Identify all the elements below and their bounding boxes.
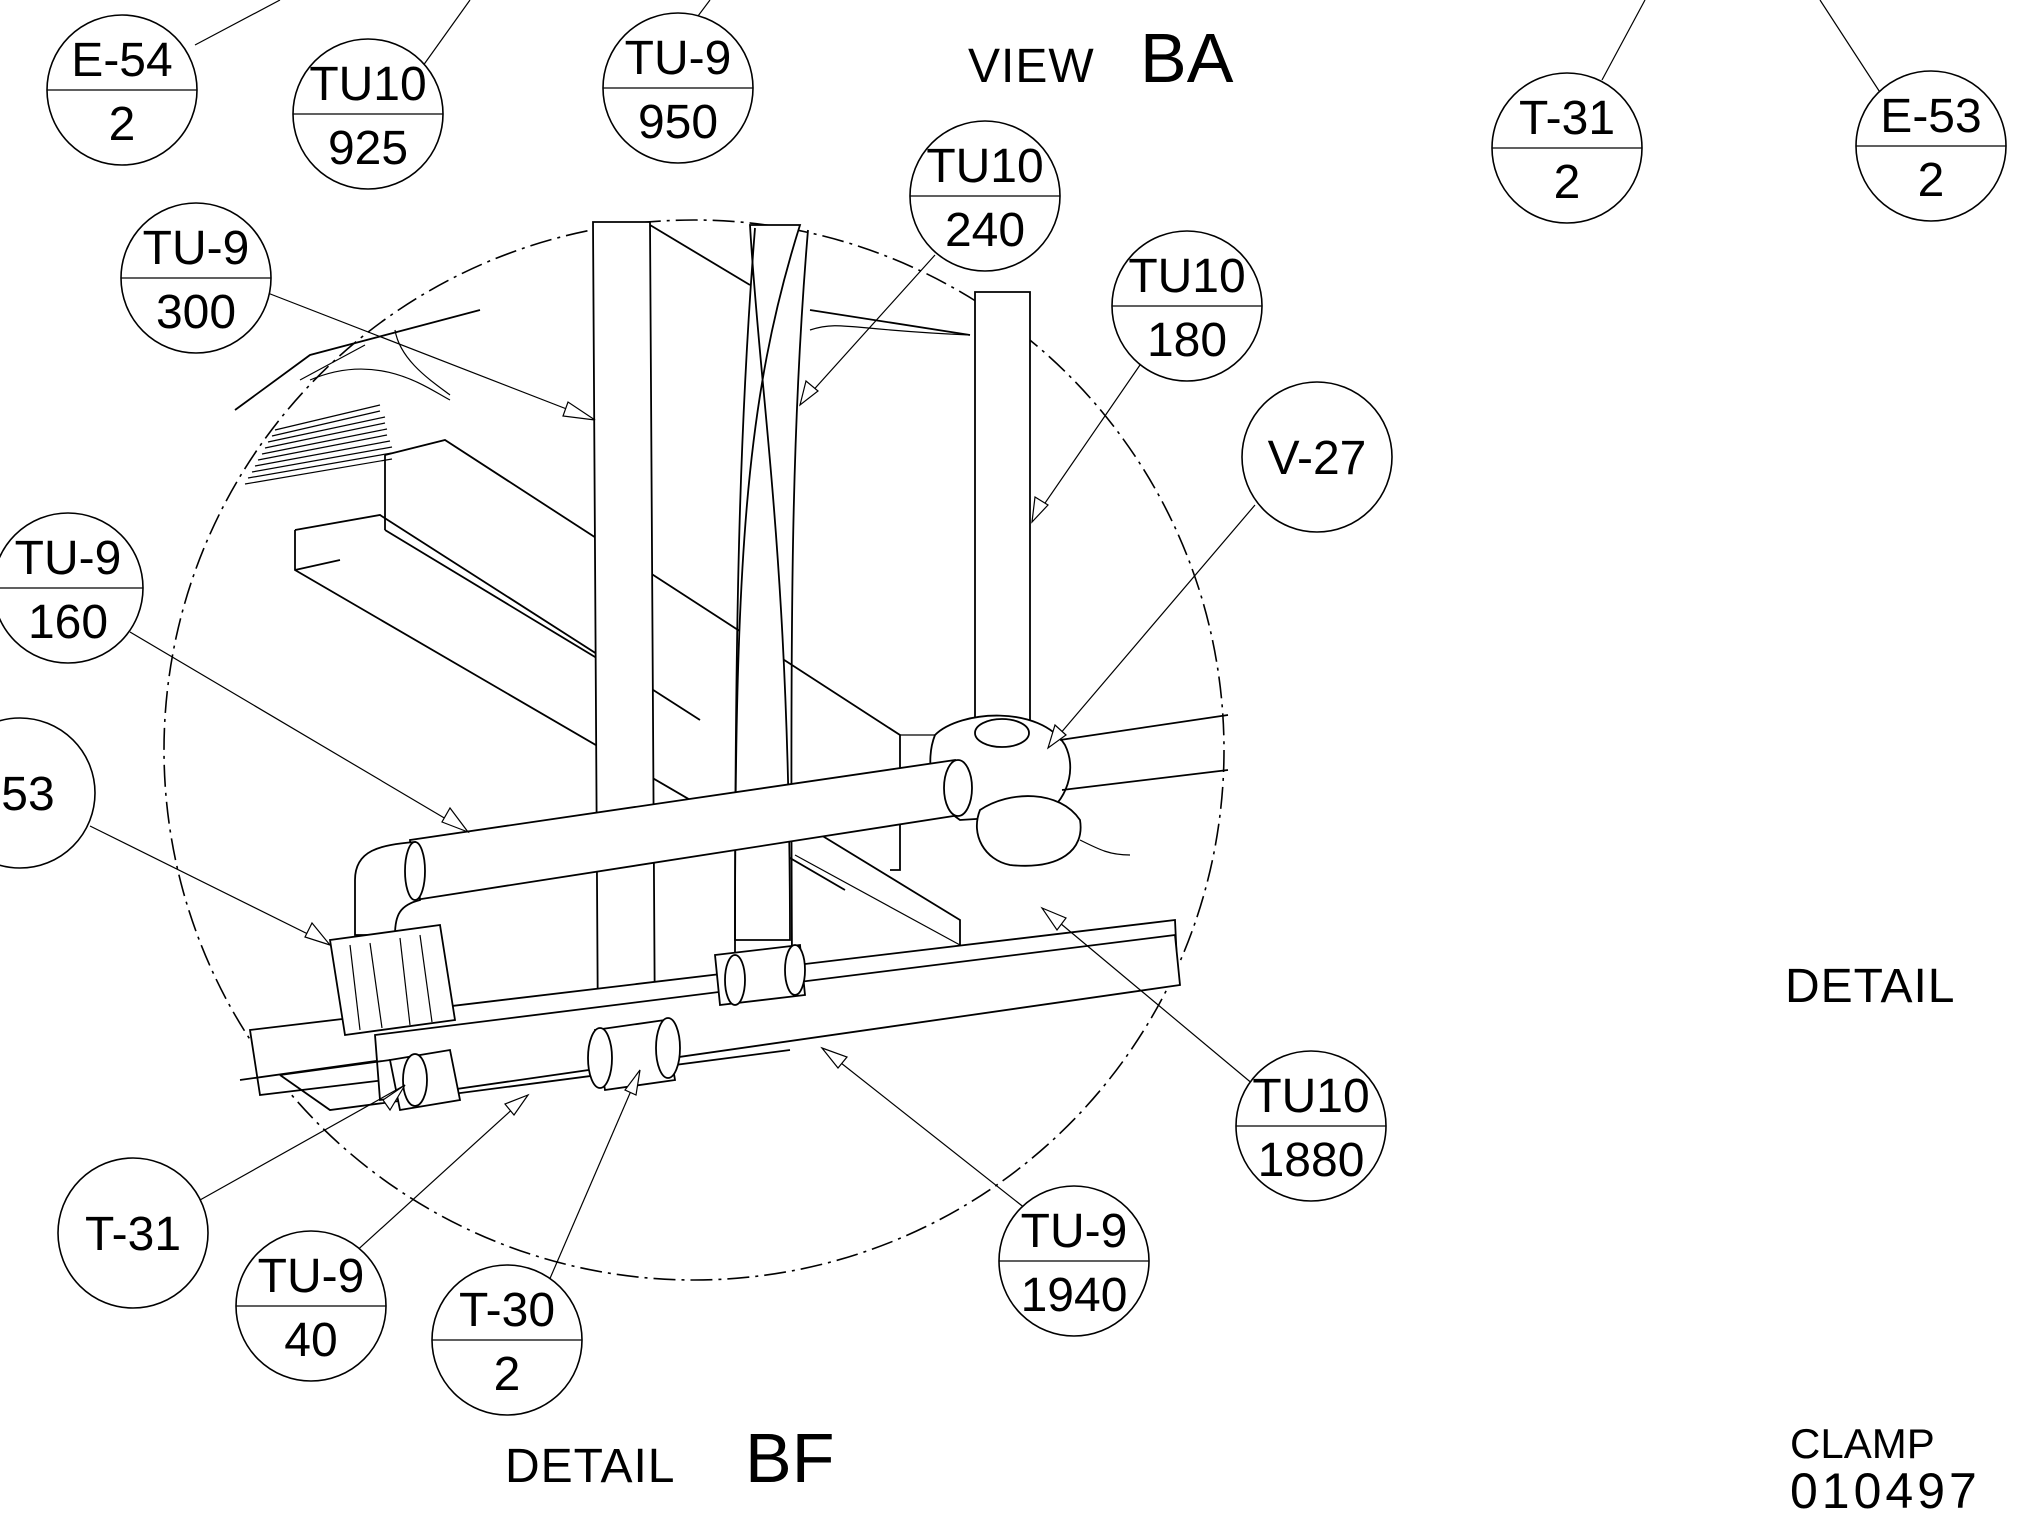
balloon-tu10-925: TU10 925 [292,38,444,190]
tee-fitting-t30 [587,1017,681,1092]
balloon-tu10-180: TU10 180 [1111,230,1263,382]
balloon-part-number: TU-9 [625,32,732,85]
balloon-quantity: 1880 [1258,1134,1365,1187]
balloon-quantity: 2 [494,1348,521,1401]
balloon-quantity: 2 [109,98,136,151]
balloon-quantity: 180 [1147,314,1227,367]
view-caption-prefix: VIEW [968,40,1095,93]
balloon-quantity: 2 [1554,156,1581,209]
detail-caption-id: BF [745,1419,834,1497]
balloon-part-number: V-27 [1268,432,1367,485]
horizontal-pipe-upper [409,758,973,902]
vertical-pipe-main [592,221,656,1046]
balloon-part-number: T-31 [1519,92,1615,145]
balloon-tu9-1940: TU-9 1940 [998,1185,1150,1337]
balloon-quantity: 240 [945,204,1025,257]
balloon-quantity: 950 [638,96,718,149]
balloon-tu9-300: TU-9 300 [120,202,272,354]
clamp-label: CLAMP [1790,1420,1935,1467]
balloon-quantity: 40 [284,1314,337,1367]
balloon-tu9-950: TU-9 950 [602,12,754,164]
balloon-quantity: 2 [1918,154,1945,207]
balloon-part-number: T-30 [459,1284,555,1337]
balloon-quantity: 925 [328,122,408,175]
balloon-part-number: -53 [0,768,55,821]
tee-fitting-t31 [388,1048,462,1112]
detail-bf-view [163,219,1229,1281]
balloon-part-number: TU-9 [15,532,122,585]
balloon-v27: V-27 [1241,381,1393,533]
leader-lines [89,0,1886,1291]
balloon-part-number: E-53 [1880,90,1981,143]
balloon-part-number: TU-9 [258,1250,365,1303]
balloon-part-number: TU10 [926,140,1043,193]
balloon-part-number: TU-9 [143,222,250,275]
balloon-t31-bottom: T-31 [57,1157,209,1309]
balloon-circle [0,717,96,869]
balloon-part-number: TU-9 [1021,1205,1128,1258]
balloon-quantity: 1940 [1021,1269,1128,1322]
balloon-tu10-240: TU10 240 [909,120,1061,272]
balloon-e54: E-54 2 [46,14,198,166]
vertical-pipe-right [974,291,1031,721]
structure-plates [234,309,961,946]
balloon-e53-left: -53 [0,717,96,869]
caption-detail-bf: DETAIL BF [505,1419,834,1497]
hatched-fins [244,404,393,485]
view-caption-id: BA [1140,19,1234,97]
balloon-part-number: E-54 [71,34,172,87]
vertical-pipe-second [734,224,809,961]
elbow-fitting [354,841,426,936]
detail-boundary-circle [163,219,1225,1281]
balloon-quantity: 300 [156,286,236,339]
caption-view-ba: VIEW BA [968,19,1234,97]
balloon-tu9-160: TU-9 160 [0,512,144,664]
balloon-part-number: TU10 [309,58,426,111]
balloon-t31-top: T-31 2 [1491,72,1643,224]
balloon-part-number: TU10 [1252,1070,1369,1123]
balloon-quantity: 160 [28,596,108,649]
union-fitting [328,923,457,1037]
balloon-part-number: T-31 [85,1208,181,1261]
balloon-part-number: TU10 [1128,250,1245,303]
detail-caption-prefix: DETAIL [505,1440,675,1493]
tee-fitting-second [714,943,806,1007]
balloon-tu9-40: TU-9 40 [235,1230,387,1382]
balloon-circle [57,1157,209,1309]
balloon-t30: T-30 2 [431,1264,583,1416]
clamp-number: 010497 [1790,1463,1981,1519]
balloon-circle [1241,381,1393,533]
balloon-layer: E-542TU10925TU-9950TU10240TU-9300TU10180… [0,12,2007,1416]
balloon-tu10-1880: TU10 1880 [1235,1050,1387,1202]
balloon-e53-right: E-53 2 [1855,70,2007,222]
detail-caption-right: DETAIL [1785,960,1955,1013]
